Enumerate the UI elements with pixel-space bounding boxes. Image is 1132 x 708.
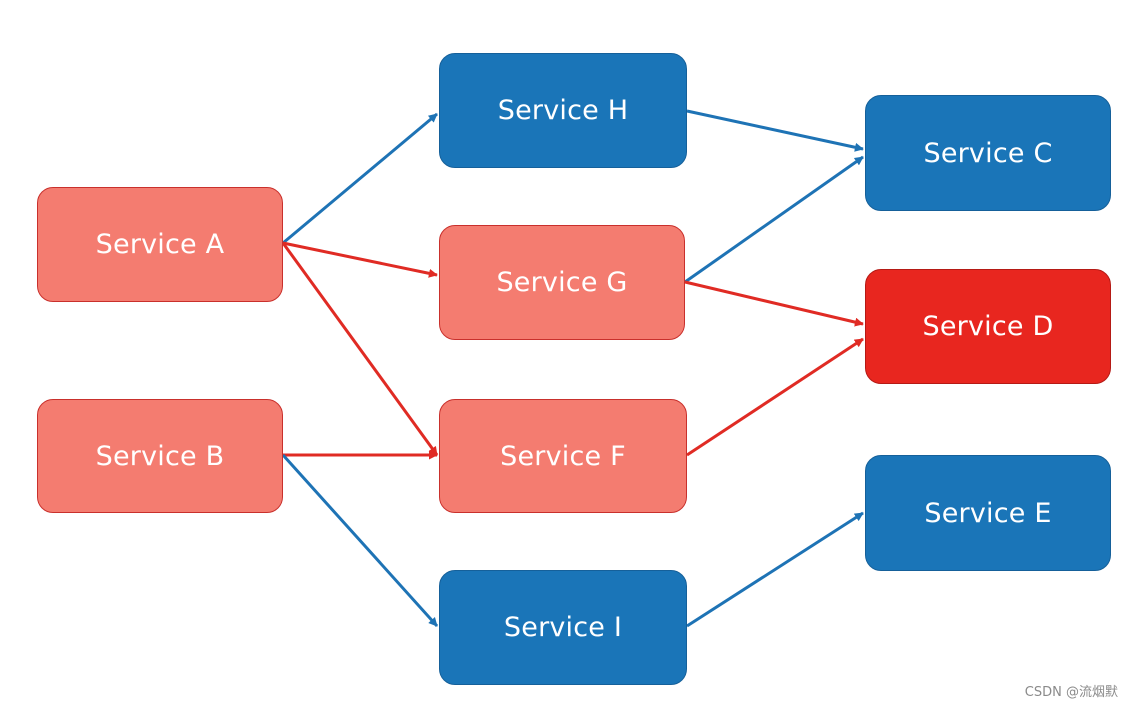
node-label: Service D [922,311,1054,342]
node-label: Service A [95,229,225,260]
edge-a-f [281,242,439,456]
node-service-f: Service F [439,399,687,513]
edge-g-d [684,280,864,327]
node-label: Service B [95,440,225,472]
edge-b-i [281,453,439,628]
node-service-h: Service H [439,53,687,168]
node-label: Service C [923,137,1053,169]
node-label: Service E [924,497,1052,529]
node-service-d: Service D [865,269,1111,384]
node-label: Service G [496,267,628,298]
node-label: Service F [500,440,626,472]
edge-a-h [282,112,438,245]
node-service-c: Service C [865,95,1111,211]
edge-h-c [686,109,864,152]
node-label: Service H [497,95,629,126]
edge-i-e [686,511,864,628]
edge-g-c [684,155,864,284]
node-label: Service I [503,612,623,643]
edge-a-g [282,241,438,278]
node-service-g: Service G [439,225,685,340]
edge-f-d [686,337,864,457]
node-service-i: Service I [439,570,687,685]
node-service-a: Service A [37,187,283,302]
node-service-b: Service B [37,399,283,513]
node-service-e: Service E [865,455,1111,571]
watermark: CSDN @流烟默 [1024,685,1118,700]
